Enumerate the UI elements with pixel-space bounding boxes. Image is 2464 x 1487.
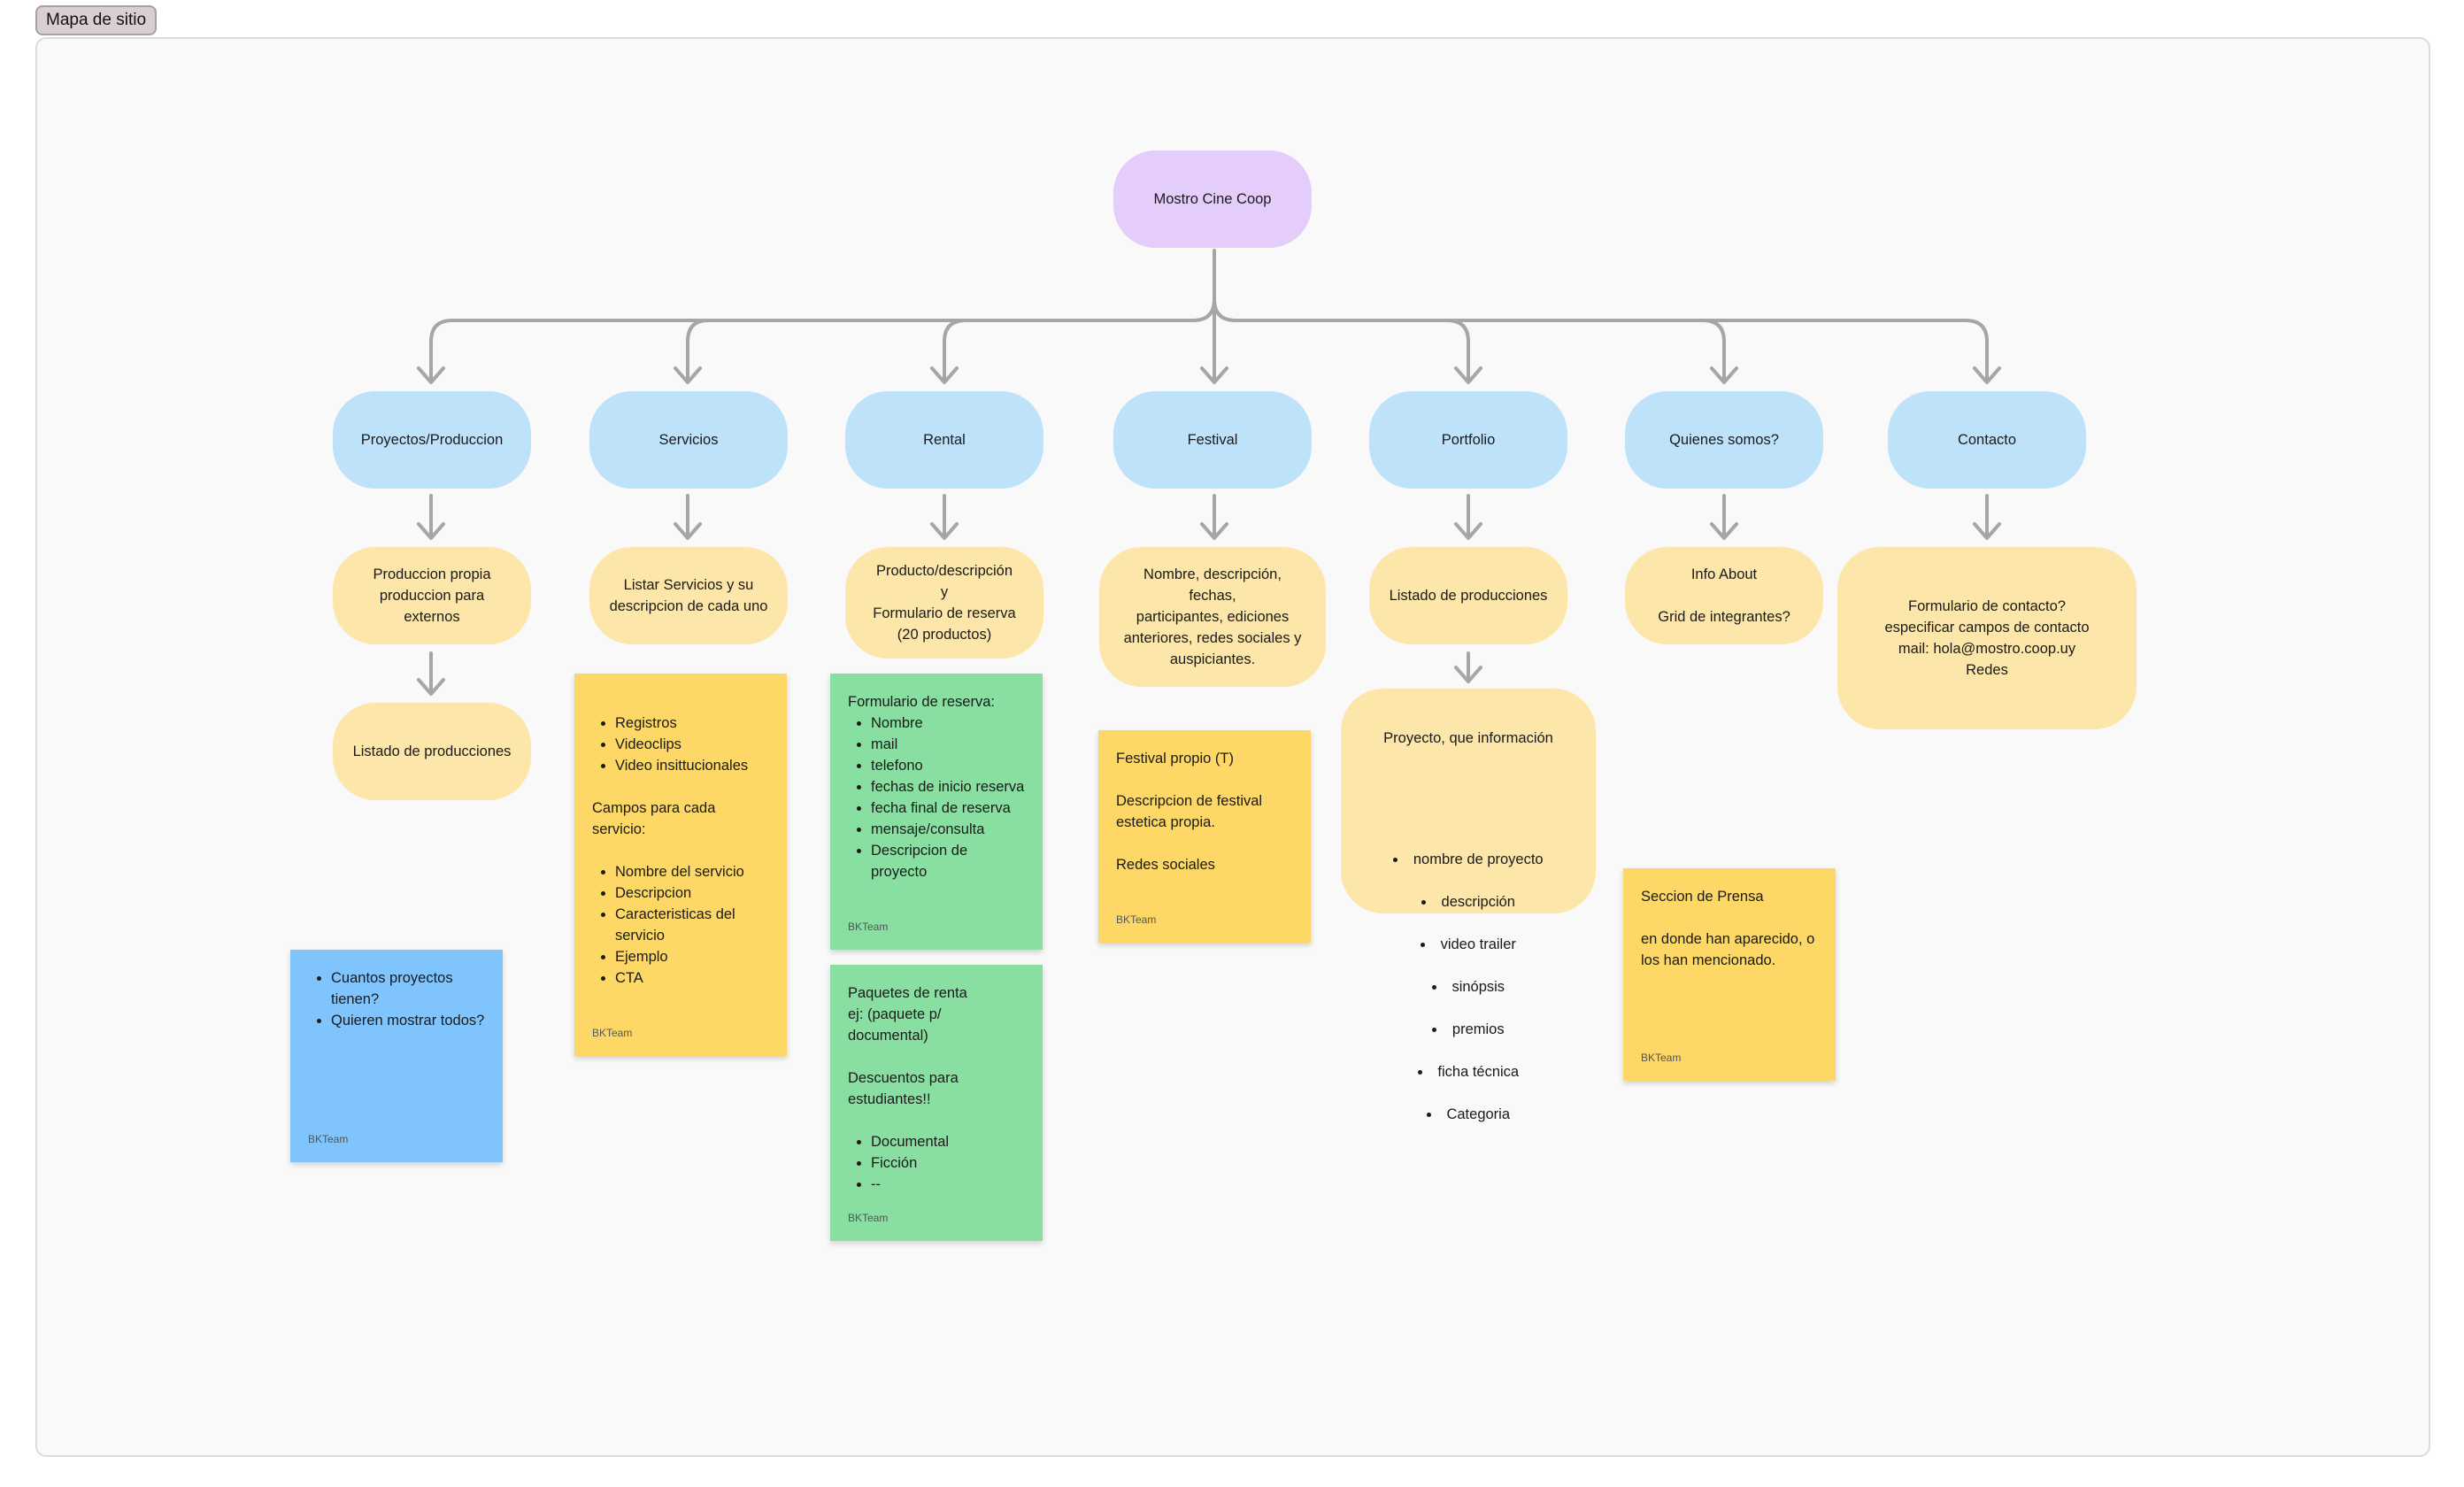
list-item: Video insittucionales xyxy=(615,755,769,776)
list-item: Caracteristicas del servicio xyxy=(615,904,769,946)
sticky-rental-packages[interactable]: Paquetes de renta ej: (paquete p/ docume… xyxy=(830,965,1043,1241)
list-item: Descripcion xyxy=(615,882,769,904)
list-item: fecha final de reserva xyxy=(871,797,1025,819)
sticky-list: Documental Ficción -- xyxy=(848,1131,1025,1195)
content-quienes-somos[interactable]: Info About Grid de integrantes? xyxy=(1625,547,1823,644)
list-item: mensaje/consulta xyxy=(871,819,1025,840)
list-item: Categoria xyxy=(1355,1104,1582,1125)
sticky-author: BKTeam xyxy=(1641,1052,1682,1064)
sticky-list: Nombre del servicio Descripcion Caracter… xyxy=(592,861,769,989)
list-item: Ficción xyxy=(871,1152,1025,1174)
connector-to-servicios xyxy=(686,319,710,382)
sticky-text: Campos para cada servicio: xyxy=(592,800,716,837)
sticky-author: BKTeam xyxy=(592,1027,633,1039)
sticky-list: Cuantos proyectos tienen? Quieren mostra… xyxy=(308,967,485,1031)
content-portfolio[interactable]: Listado de producciones xyxy=(1369,547,1567,644)
sticky-festival[interactable]: Festival propio (T) Descripcion de festi… xyxy=(1098,730,1311,943)
content-proyectos-listado[interactable]: Listado de producciones xyxy=(333,703,531,800)
sticky-author: BKTeam xyxy=(848,921,889,933)
sticky-proyectos-questions[interactable]: Cuantos proyectos tienen? Quieren mostra… xyxy=(290,950,503,1162)
portfolio-proyecto-list: nombre de proyecto descripción video tra… xyxy=(1355,828,1582,1146)
frame-label[interactable]: Mapa de sitio xyxy=(35,5,158,35)
list-item: telefono xyxy=(871,755,1025,776)
sticky-text: Festival propio (T) xyxy=(1116,751,1234,767)
sticky-author: BKTeam xyxy=(848,1212,889,1224)
sticky-text: Descripcion de festival estetica propia. xyxy=(1116,793,1263,830)
sticky-text: Paquetes de renta ej: (paquete p/ docume… xyxy=(848,985,967,1044)
sticky-author: BKTeam xyxy=(308,1133,349,1145)
list-item: Nombre del servicio xyxy=(615,861,769,882)
list-item: Documental xyxy=(871,1131,1025,1152)
list-item: descripción xyxy=(1355,891,1582,913)
list-item: sinópsis xyxy=(1355,976,1582,998)
sticky-author: BKTeam xyxy=(1116,913,1157,926)
list-item: Videoclips xyxy=(615,734,769,755)
connector-to-quienes xyxy=(1701,319,1726,382)
sticky-rental-form[interactable]: Formulario de reserva: Nombre mail telef… xyxy=(830,674,1043,950)
list-item: ficha técnica xyxy=(1355,1061,1582,1083)
list-item: mail xyxy=(871,734,1025,755)
section-festival[interactable]: Festival xyxy=(1113,391,1312,489)
content-festival[interactable]: Nombre, descripción, fechas, participant… xyxy=(1099,547,1326,687)
section-servicios[interactable]: Servicios xyxy=(589,391,788,489)
sticky-text: en donde han aparecido, o los han mencio… xyxy=(1641,931,1815,968)
root-node[interactable]: Mostro Cine Coop xyxy=(1113,150,1312,248)
list-item: Ejemplo xyxy=(615,946,769,967)
connector-to-rental xyxy=(943,319,967,382)
sticky-servicios-details[interactable]: Registros Videoclips Video insittucional… xyxy=(574,674,787,1056)
connector-trunk xyxy=(429,249,1216,382)
section-contacto[interactable]: Contacto xyxy=(1888,391,2086,489)
section-quienes-somos[interactable]: Quienes somos? xyxy=(1625,391,1823,489)
sticky-list: Registros Videoclips Video insittucional… xyxy=(592,713,769,776)
section-proyectos[interactable]: Proyectos/Produccion xyxy=(333,391,531,489)
list-item: Registros xyxy=(615,713,769,734)
portfolio-proyecto-title: Proyecto, que información xyxy=(1383,730,1553,746)
content-portfolio-proyecto[interactable]: Proyecto, que información nombre de proy… xyxy=(1341,689,1596,1122)
list-item: nombre de proyecto xyxy=(1355,849,1582,870)
sticky-text: Formulario de reserva: xyxy=(848,694,995,710)
sticky-text: Descuentos para estudiantes!! xyxy=(848,1070,959,1107)
sticky-text: Seccion de Prensa xyxy=(1641,889,1764,905)
list-item: video trailer xyxy=(1355,934,1582,955)
list-item: Quieren mostrar todos? xyxy=(331,1010,485,1031)
sticky-text: Redes sociales xyxy=(1116,857,1215,873)
content-contacto[interactable]: Formulario de contacto? especificar camp… xyxy=(1837,547,2137,729)
content-servicios[interactable]: Listar Servicios y su descripcion de cad… xyxy=(589,547,788,644)
connector-right xyxy=(1213,297,1989,382)
list-item: Descripcion de proyecto xyxy=(871,840,1025,882)
connector-to-portfolio xyxy=(1445,319,1470,382)
list-item: Nombre xyxy=(871,713,1025,734)
list-item: -- xyxy=(871,1174,1025,1195)
section-portfolio[interactable]: Portfolio xyxy=(1369,391,1567,489)
section-rental[interactable]: Rental xyxy=(845,391,1043,489)
sticky-prensa[interactable]: Seccion de Prensa en donde han aparecido… xyxy=(1623,868,1836,1081)
sticky-list: Nombre mail telefono fechas de inicio re… xyxy=(848,713,1025,882)
list-item: Cuantos proyectos tienen? xyxy=(331,967,485,1010)
list-item: premios xyxy=(1355,1019,1582,1040)
content-rental[interactable]: Producto/descripción y Formulario de res… xyxy=(845,547,1043,659)
content-proyectos[interactable]: Produccion propia produccion para extern… xyxy=(333,547,531,644)
list-item: CTA xyxy=(615,967,769,989)
list-item: fechas de inicio reserva xyxy=(871,776,1025,797)
